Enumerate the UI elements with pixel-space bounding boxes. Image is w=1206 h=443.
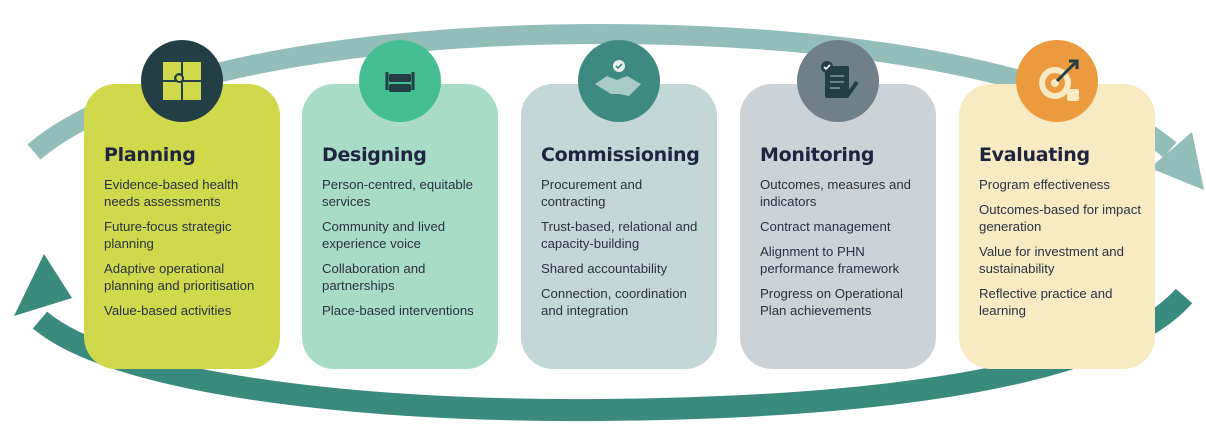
puzzle-icon — [157, 56, 207, 106]
stage-item: Program effectiveness — [979, 177, 1110, 192]
stage-badge-evaluating — [1016, 40, 1098, 122]
stage-badge-designing — [359, 40, 441, 122]
stage-item: Trust-based, relational and capacity-bui… — [541, 219, 698, 251]
stage-item: Contract management — [760, 219, 891, 234]
clipboard-pen-icon — [813, 56, 863, 106]
stage-badge-planning — [141, 40, 223, 122]
stage-item: Value-based activities — [104, 303, 232, 318]
stage-item: Procurement and contracting — [541, 177, 643, 209]
target-dart-icon — [1029, 53, 1085, 109]
bottom-arrow-head — [14, 254, 72, 316]
stage-title-monitoring: Monitoring — [760, 144, 875, 166]
stage-item: Place-based interventions — [322, 303, 474, 318]
stage-title-designing: Designing — [322, 144, 427, 166]
stage-item: Person-centred, equitable services — [322, 177, 474, 209]
stage-item: Shared accountability — [541, 261, 668, 276]
process-flow-icon — [375, 56, 425, 106]
stage-item: Reflective practice and learning — [979, 286, 1113, 318]
stage-item: Value for investment and sustainability — [979, 244, 1124, 276]
stage-title-evaluating: Evaluating — [979, 144, 1090, 166]
stage-item: Outcomes-based for impact generation — [979, 202, 1141, 234]
stage-item: Future-focus strategic planning — [104, 219, 232, 251]
handshake-icon — [591, 56, 647, 106]
stage-item: Progress on Operational Plan achievement… — [760, 286, 903, 318]
stage-item: Alignment to PHN performance framework — [760, 244, 900, 276]
top-arrow-head — [1150, 132, 1204, 190]
stage-badge-monitoring — [797, 40, 879, 122]
stage-item: Connection, coordination and integration — [541, 286, 687, 318]
stage-item: Collaboration and partnerships — [322, 261, 426, 293]
stage-item: Evidence-based health needs assessments — [104, 177, 239, 209]
stage-item: Adaptive operational planning and priori… — [104, 261, 255, 293]
stage-badge-commissioning — [578, 40, 660, 122]
stage-item: Community and lived experience voice — [322, 219, 446, 251]
stage-title-commissioning: Commissioning — [541, 144, 700, 166]
stage-title-planning: Planning — [104, 144, 196, 166]
stage-item: Outcomes, measures and indicators — [760, 177, 911, 209]
